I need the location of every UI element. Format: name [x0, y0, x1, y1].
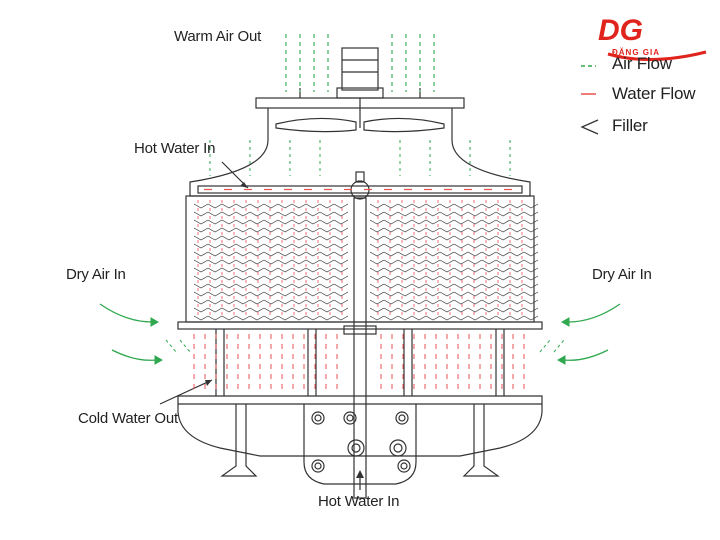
fan-blade-left — [275, 117, 357, 133]
legend-water-flow: Water Flow — [612, 84, 696, 103]
mid-ledge — [177, 321, 543, 330]
legend-air-flow: Air Flow — [612, 54, 672, 73]
legend-filler: Filler — [612, 116, 648, 135]
motor — [341, 47, 379, 91]
label-warm-air-out: Warm Air Out — [174, 28, 262, 45]
dang-gia-logo: DG — [598, 14, 707, 62]
leg-left — [220, 404, 258, 477]
label-cold-water-out: Cold Water Out — [78, 410, 179, 427]
leg-right — [462, 404, 500, 477]
logo-text: ĐĂNG GIA — [612, 48, 660, 57]
fill-section — [185, 195, 535, 323]
water-basin — [177, 395, 543, 457]
filler-symbol-icon — [580, 119, 599, 135]
center-pipe — [353, 197, 367, 499]
flow-marks — [99, 34, 621, 392]
label-hot-water-in-top: Hot Water In — [134, 140, 216, 157]
logo-mark: DG — [598, 14, 643, 47]
fan-blade-right — [363, 117, 445, 133]
label-dry-air-in-right: Dry Air In — [592, 266, 652, 283]
legend-symbols — [580, 65, 599, 135]
label-hot-water-in-bottom: Hot Water In — [318, 493, 400, 510]
label-dry-air-in-left: Dry Air In — [66, 266, 126, 283]
sprinkler-arm — [197, 185, 523, 194]
